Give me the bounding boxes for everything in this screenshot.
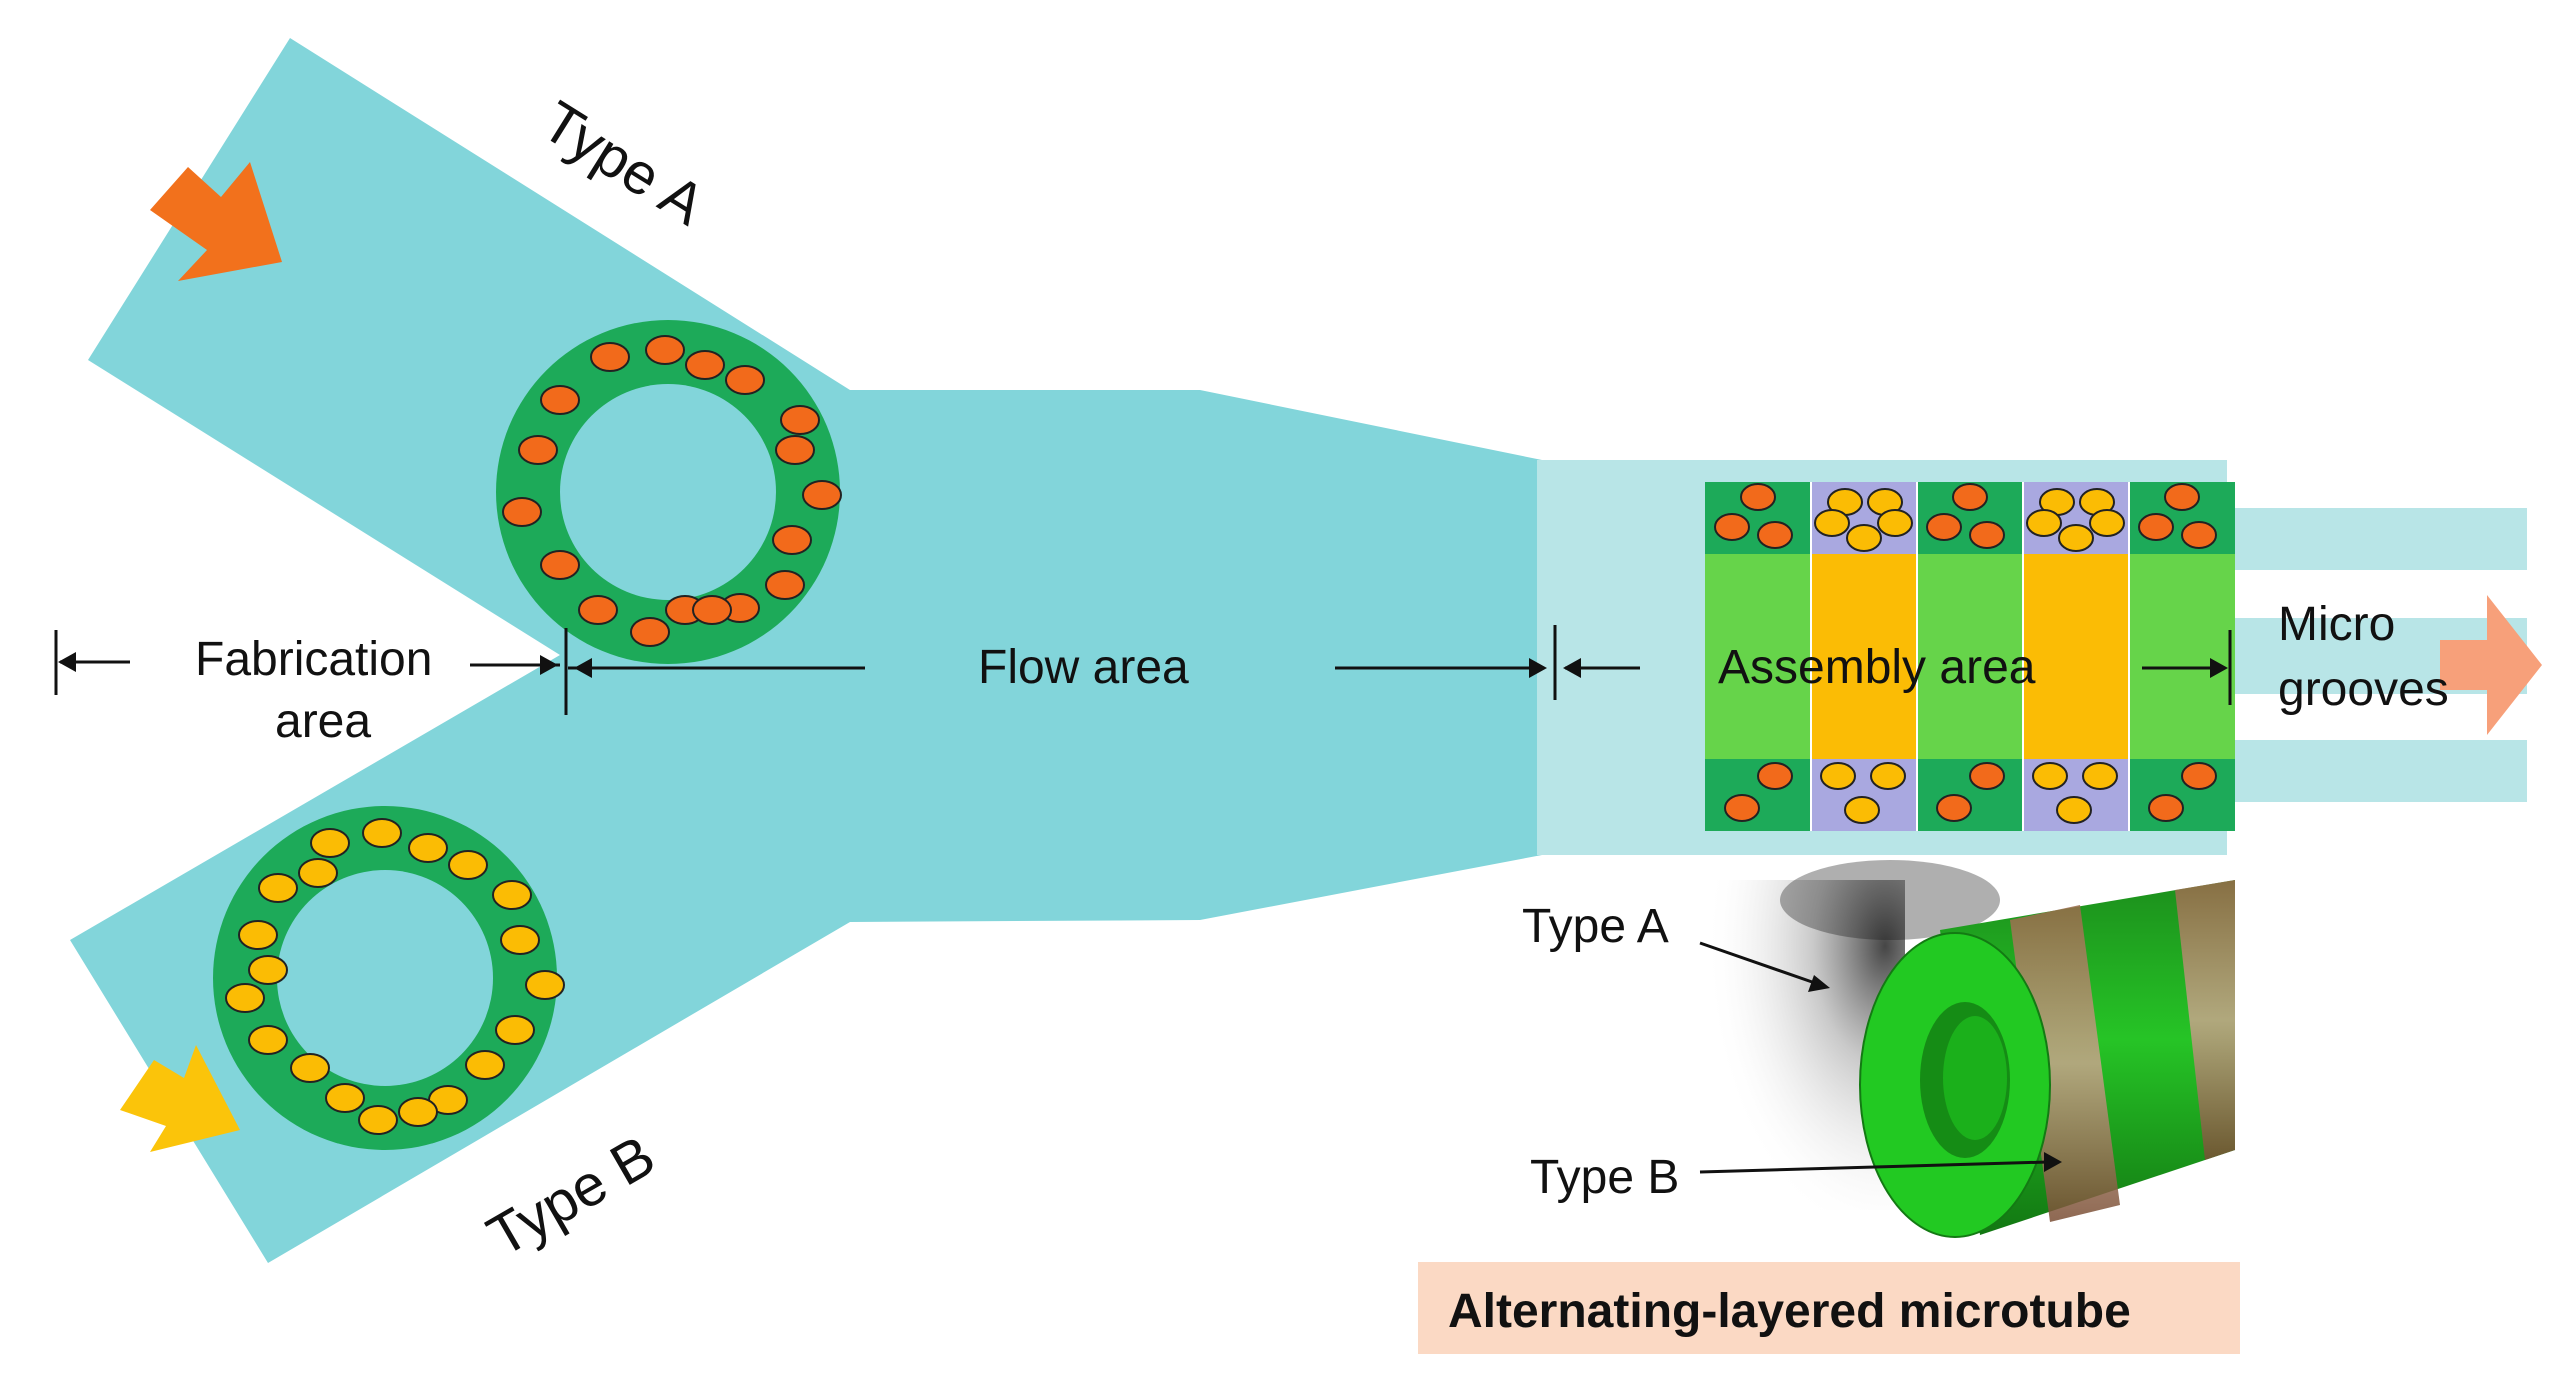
- caption-box: [1418, 1262, 2240, 1354]
- pointer-arrowhead-b: [2044, 1152, 2062, 1172]
- type-b-label: Type B: [477, 1123, 666, 1270]
- type-b-inlet-arrow: [120, 1045, 240, 1152]
- assembly-area-label: Assembly area: [1718, 641, 2036, 694]
- caption-label: Alternating-layered microtube: [1448, 1285, 2131, 1338]
- outlet-arrow: [2440, 595, 2542, 735]
- micro-groove-bottom: [2227, 740, 2527, 802]
- assembly-cells: [1714, 483, 2217, 824]
- type-b-ring: [213, 806, 565, 1150]
- pointer-arrowhead-a: [1808, 975, 1830, 992]
- tube-type-b-label: Type B: [1530, 1151, 1679, 1204]
- dimension-arrowheads: [58, 652, 2228, 678]
- type-b-ring-cells: [225, 818, 565, 1135]
- tube-type-a-label: Type A: [1522, 900, 1669, 953]
- type-a-inlet-arrow: [150, 162, 282, 281]
- micro-grooves-label-line2: grooves: [2278, 663, 2449, 716]
- flow-area-label: Flow area: [978, 641, 1189, 694]
- fabrication-area-label-line2: area: [275, 695, 371, 748]
- micro-groove-top: [2227, 508, 2527, 570]
- type-a-ring: [496, 320, 842, 664]
- type-a-ring-cells: [502, 335, 842, 647]
- microtube-3d: [1705, 860, 2235, 1240]
- micro-grooves-label-line1: Micro: [2278, 598, 2395, 651]
- tube-pointer-lines: [1699, 941, 2049, 1174]
- fabrication-area-label-line1: Fabrication: [195, 633, 432, 686]
